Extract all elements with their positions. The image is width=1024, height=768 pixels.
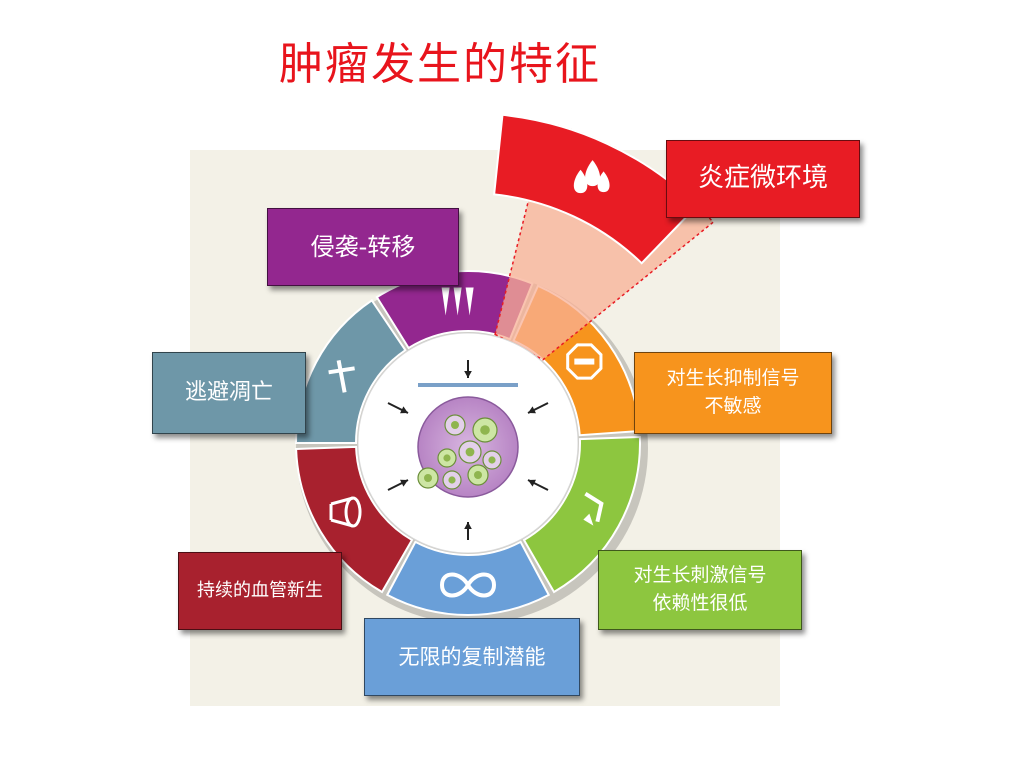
- label-evading-apoptosis: 逃避凋亡: [152, 352, 306, 434]
- hallmark-icons: [328, 160, 610, 598]
- infinity-icon: [439, 572, 497, 598]
- tumor-cell-nucleus: [448, 476, 456, 484]
- vessel-icon: [329, 496, 362, 528]
- tumor-cell-nucleus: [474, 471, 482, 479]
- stop-sign-icon: [566, 343, 603, 380]
- tumor-cell-nucleus: [451, 421, 459, 429]
- segment-limitless-replication: [385, 540, 551, 616]
- label-self-sufficient-growth-signals: 对生长刺激信号 依赖性很低: [598, 550, 802, 630]
- inward-arrow-head: [400, 479, 408, 487]
- tumor-cell-nucleus: [424, 474, 432, 482]
- label-insensitive-to-growth-suppressors: 对生长抑制信号 不敏感: [634, 352, 832, 434]
- segment-self-sufficient: [522, 435, 641, 594]
- label-invasion-metastasis: 侵袭-转移: [267, 208, 459, 286]
- label-sustained-angiogenesis: 持续的血管新生: [178, 552, 342, 630]
- page-title: 肿瘤发生的特征: [279, 39, 601, 90]
- droplets-icon: [573, 160, 610, 194]
- arrow-loop-icon: [583, 491, 604, 526]
- tumor-cell-nucleus: [488, 456, 496, 464]
- label-limitless-replication: 无限的复制潜能: [364, 618, 580, 696]
- cross-icon: [328, 359, 355, 393]
- tumor-center: [387, 360, 549, 540]
- inward-arrow-head: [528, 406, 536, 414]
- inward-arrow-head: [528, 479, 536, 487]
- inward-arrow-head: [464, 522, 472, 530]
- inward-arrow-head: [464, 370, 472, 378]
- tumor-cell-nucleus: [443, 454, 451, 462]
- inward-arrow-head: [400, 406, 408, 414]
- label-inflammatory-microenvironment: 炎症微环境: [666, 140, 860, 218]
- tumor-cell-nucleus: [465, 447, 475, 457]
- tumor-cell-nucleus: [480, 425, 490, 435]
- claws-icon: [441, 287, 474, 316]
